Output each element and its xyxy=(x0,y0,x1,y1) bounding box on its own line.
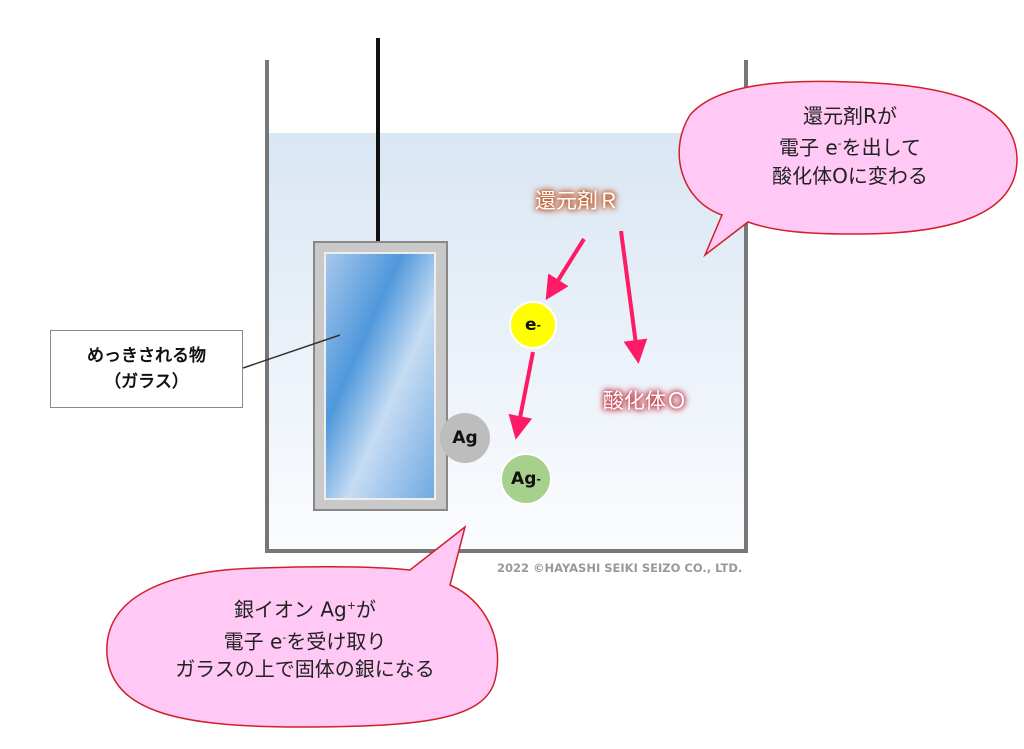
bubble-bottom-shape xyxy=(106,525,499,728)
bubble-top-line2b: を出して xyxy=(841,135,922,160)
oxidized-form-label: 酸化体Ｏ xyxy=(603,389,687,413)
bubble-top-line1a: 還元剤 xyxy=(803,104,864,128)
arrow-r-to-oxidized xyxy=(619,230,648,364)
arrow-electron-to-ion xyxy=(508,351,535,440)
bubble-bottom-line2sup: - xyxy=(282,630,287,644)
silver-atom: Ag xyxy=(440,413,490,463)
silver-atom-label: Ag xyxy=(452,428,478,448)
bubble-bottom-line2a: 電子 e xyxy=(223,629,283,654)
reducing-agent-label: 還元剤Ｒ xyxy=(535,189,619,213)
silver-ion-sup: - xyxy=(536,472,541,486)
bubble-top-shape xyxy=(678,80,1018,258)
glass-plate xyxy=(324,252,436,500)
bubble-top-line1b: Rが xyxy=(863,104,897,128)
bubble-top-line2sup: - xyxy=(837,137,842,150)
electron-particle: e- xyxy=(509,301,557,349)
bubble-bottom-line2b: を受け取り xyxy=(286,629,387,654)
tank xyxy=(265,60,748,553)
bubble-top-line3: 酸化体Oに変わる xyxy=(772,163,928,188)
copyright: 2022 ©HAYASHI SEIKI SEIZO CO., LTD. xyxy=(497,561,743,575)
silver-ion: Ag- xyxy=(500,453,552,505)
bubble-top-line2a: 電子 e xyxy=(778,135,838,160)
bubble-bottom-line1sup: + xyxy=(346,599,356,612)
object-label-line1: めっきされる物 xyxy=(87,346,206,366)
arrow-r-to-electron xyxy=(545,237,586,301)
bubble-bottom-line1b: が xyxy=(355,597,376,622)
silver-ion-base: Ag xyxy=(511,469,537,489)
leader-line xyxy=(242,334,341,369)
object-label-line2: （ガラス） xyxy=(104,372,189,392)
bubble-top-text: 還元剤Rが 電子 e-を出して 酸化体Oに変わる xyxy=(700,102,1000,190)
bubble-bottom-line3: ガラスの上で固体の銀になる xyxy=(175,657,435,682)
reaction-arrows xyxy=(508,230,648,440)
bubble-bottom-text: 銀イオン Ag+が 電子 e-を受け取り ガラスの上で固体の銀になる xyxy=(120,592,490,683)
bubble-bottom-line1a: 銀イオン Ag xyxy=(234,597,347,622)
object-label: めっきされる物 （ガラス） xyxy=(50,330,243,408)
electron-base: e xyxy=(524,315,537,335)
electron-sup: - xyxy=(536,318,542,332)
